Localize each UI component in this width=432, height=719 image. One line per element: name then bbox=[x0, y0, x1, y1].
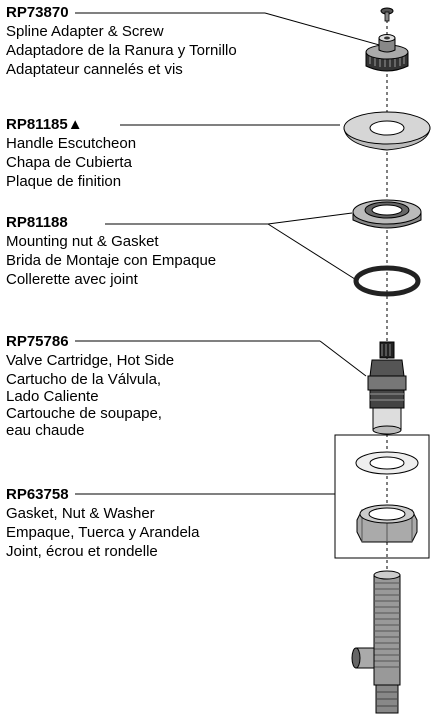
description-fr: Plaque de finition bbox=[6, 173, 122, 190]
description-fr-2: eau chaude bbox=[6, 422, 85, 439]
description-es: Empaque, Tuerca y Arandela bbox=[6, 524, 200, 541]
description-en: Mounting nut & Gasket bbox=[6, 233, 159, 250]
screw-icon bbox=[380, 7, 394, 22]
washer-icon bbox=[355, 451, 419, 475]
valve-cartridge-icon bbox=[367, 341, 407, 435]
description-fr: Cartouche de soupape, bbox=[6, 405, 162, 422]
triangle-marker-icon: ▲ bbox=[67, 116, 83, 133]
description-en: Gasket, Nut & Washer bbox=[6, 505, 155, 522]
hex-nut-icon bbox=[356, 504, 418, 543]
part-number: RP73870 bbox=[6, 4, 69, 21]
mounting-nut-icon bbox=[352, 199, 422, 229]
part-number: RP81188 bbox=[6, 214, 68, 231]
part-rp81188: RP81188 Mounting nut & Gasket Brida de M… bbox=[6, 214, 216, 289]
part-rp63758: RP63758 Gasket, Nut & Washer Empaque, Tu… bbox=[6, 486, 199, 561]
part-number: RP63758 bbox=[6, 486, 69, 503]
spline-adapter-icon bbox=[365, 34, 409, 72]
part-number: RP75786 bbox=[6, 333, 69, 350]
escutcheon-icon bbox=[343, 111, 431, 151]
part-number: RP81185 bbox=[6, 116, 68, 133]
leader-line bbox=[267, 223, 359, 282]
description-es: Adaptadore de la Ranura y Tornillo bbox=[6, 42, 237, 59]
leader-line bbox=[264, 12, 384, 47]
description-fr: Adaptateur cannelés et vis bbox=[6, 61, 183, 78]
description-es: Cartucho de la Válvula, bbox=[6, 371, 162, 388]
description-fr: Collerette avec joint bbox=[6, 271, 138, 288]
description-es: Brida de Montaje con Empaque bbox=[6, 252, 217, 269]
description-en: Handle Escutcheon bbox=[6, 135, 137, 152]
description-fr: Joint, écrou et rondelle bbox=[6, 543, 158, 560]
leader-line bbox=[319, 340, 367, 377]
leader-line bbox=[267, 212, 353, 225]
gasket-ring-icon bbox=[353, 265, 421, 297]
description-es: Chapa de Cubierta bbox=[6, 154, 132, 171]
description-es-2: Lado Caliente bbox=[6, 388, 99, 405]
description-en: Valve Cartridge, Hot Side bbox=[6, 352, 175, 369]
group-bracket bbox=[334, 434, 430, 559]
part-rp73870: RP73870 Spline Adapter & Screw Adaptador… bbox=[6, 4, 237, 79]
part-rp75786: RP75786 Valve Cartridge, Hot Side Cartuc… bbox=[6, 333, 174, 438]
valve-body-icon bbox=[351, 570, 401, 714]
part-rp81185: RP81185▲ Handle Escutcheon Chapa de Cubi… bbox=[6, 116, 136, 191]
description-en: Spline Adapter & Screw bbox=[6, 23, 164, 40]
leader-lines bbox=[75, 12, 384, 495]
